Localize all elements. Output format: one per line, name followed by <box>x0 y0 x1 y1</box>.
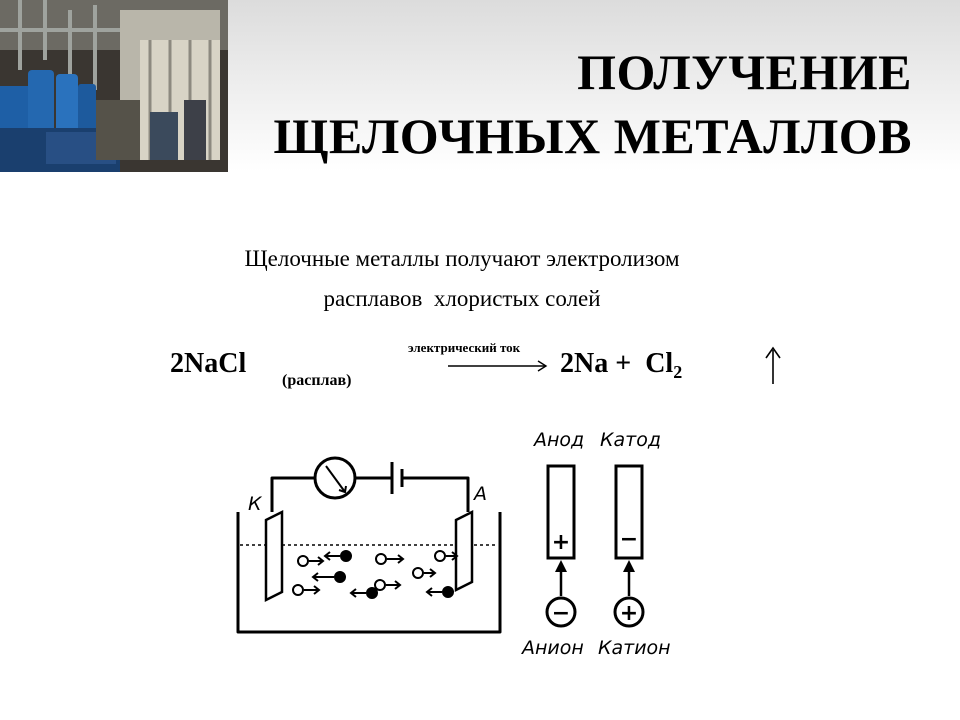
cathode-sign: − <box>620 527 638 552</box>
anion-label: Анион <box>520 637 584 659</box>
equation-product-na: 2Na + <box>560 348 632 379</box>
slide-title-line1: ПОЛУЧЕНИЕ <box>577 44 912 100</box>
anion-arrow-icon <box>555 560 567 572</box>
reaction-arrow-icon <box>448 360 548 372</box>
ammeter-icon <box>313 456 357 500</box>
anion-sign: − <box>552 601 570 626</box>
cathode-label: Катод <box>600 429 661 451</box>
equation-product-cl: Cl <box>645 348 674 379</box>
ions <box>292 550 459 599</box>
gas-release-arrow-icon <box>765 346 781 384</box>
cathode-electrode <box>614 464 644 560</box>
vessel <box>236 512 502 634</box>
subtitle-line1: Щелочные металлы получают электролизом <box>244 246 680 271</box>
cation-sign: + <box>620 601 638 626</box>
anode-electrode <box>546 464 576 560</box>
circuit-wire <box>270 476 470 512</box>
cation-icon <box>613 596 645 628</box>
cathode-plate <box>264 509 284 603</box>
slide-title-line2: ЩЕЛОЧНЫХ МЕТАЛЛОВ <box>273 108 912 164</box>
equation-reactant-state: (расплав) <box>282 372 352 389</box>
anode-plate <box>454 509 474 593</box>
anion-icon <box>545 596 577 628</box>
equation-products: 2Na + Cl2 <box>560 348 682 383</box>
anode-sign: + <box>552 530 570 555</box>
equation-condition: электрический ток <box>408 340 521 355</box>
cation-arrow-icon <box>623 560 635 572</box>
equation-product-cl-subscript: 2 <box>673 362 683 382</box>
anode-letter: А <box>472 483 487 505</box>
equation-reactant: 2NaCl <box>170 348 247 379</box>
plant-photo <box>0 0 228 172</box>
subtitle-line2: расплавов хлористых солей <box>323 286 601 311</box>
anode-label: Анод <box>532 429 584 451</box>
cathode-letter: К <box>248 493 263 515</box>
cation-label: Катион <box>598 637 671 659</box>
